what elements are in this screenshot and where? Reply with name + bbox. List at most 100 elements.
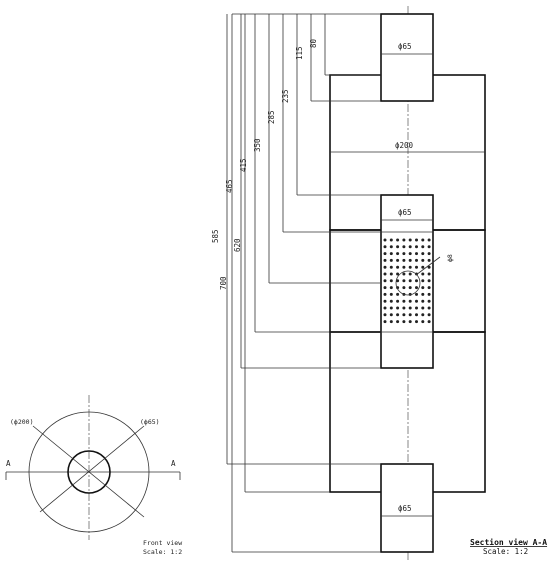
perforation-hole [402,279,406,283]
perforation-hole [389,279,393,283]
perforation-hole [396,265,400,269]
perforation-hole [427,292,431,296]
perforation-hole [402,245,406,249]
perforation-hole [421,245,425,249]
perforation-hole [383,306,387,310]
front-inner-dia-leader [39,425,145,513]
perforation-hole [408,279,412,283]
perforation-hole [383,313,387,317]
perforation-hole [402,272,406,276]
perforation-hole [396,279,400,283]
perforation-hole [408,272,412,276]
perforation-hole [389,313,393,317]
perforation-hole [389,292,393,296]
perforation-hole [415,306,418,310]
front-outer-circle [28,411,150,533]
perforation-hole [427,320,431,324]
bottom-bore-dim-label: ϕ65 [398,504,412,513]
perforation-hole [402,258,406,262]
station-dim-label: 115 [295,46,304,60]
perforation-hole [402,265,406,269]
perforation-hole [427,286,431,290]
perforation-hole [383,320,387,324]
core-middle [380,194,434,369]
perforation-hole [415,238,418,242]
perforation-hole [427,238,431,242]
perforation-hole [415,258,418,262]
perforation-hole [389,258,393,262]
perforation-hole [421,265,425,269]
perforation-hole [421,313,425,317]
perforation-hole [383,272,387,276]
perforation-hole [408,258,412,262]
perforation-hole [389,286,393,290]
perforation-hole [421,306,425,310]
perforation-hole [408,245,412,249]
station-dim-label: 415 [239,158,248,172]
station-dim-label: 80 [309,38,318,48]
section-title: Section view A-A [470,537,547,547]
section-mark-right: A [171,459,176,468]
perforation-hole [415,252,418,256]
perforation-hole [408,286,412,290]
perforation-hole [389,320,393,324]
perforation-hole [389,245,393,249]
station-dim-label: 620 [233,238,242,252]
perforation-hole [427,265,431,269]
perforation-hole [421,258,425,262]
outer-dia-dim-label: ϕ200 [395,141,414,150]
perforation-hole [396,292,400,296]
perforation-hole [402,238,406,242]
perforation-hole [396,272,400,276]
section-view: ϕ8 ϕ65 ϕ65 ϕ65 ϕ200 80115235285350415465… [211,6,547,560]
perforation-hole [415,286,418,290]
perforation-hole [427,279,431,283]
perforation-hole [421,238,425,242]
perforation-hole [408,320,412,324]
perforation-hole [396,313,400,317]
perforation-hole [402,286,406,290]
perforation-hole [415,292,418,296]
perforation-hole [383,286,387,290]
perforation-hole [408,299,412,303]
perforation-hole [427,272,431,276]
perforation-hole [396,299,400,303]
station-dim-label: 350 [253,138,262,152]
perforation-hole [383,238,387,242]
perforation-hole [415,299,418,303]
perforation-hole [389,252,393,256]
core-top [380,13,434,102]
perforation-hole [396,258,400,262]
perforation-hole [396,245,400,249]
perforation-hole [415,279,418,283]
perforation-hole [383,245,387,249]
perforation-hole [421,286,425,290]
perforation-grid [383,238,431,324]
perforation-hole [427,245,431,249]
core-bottom [380,463,434,553]
perforation-hole [383,279,387,283]
perforation-hole [421,320,425,324]
perforation-hole [402,320,406,324]
perforation-hole [408,313,412,317]
perforation-hole [389,299,393,303]
perforation-hole [421,272,425,276]
perforation-hole [402,299,406,303]
station-dim-label: 285 [267,110,276,124]
perforation-hole [396,238,400,242]
perforation-hole [408,306,412,310]
mid-bore-dim-label: ϕ65 [398,208,412,217]
front-outer-dia-label: (ϕ200) [10,418,33,426]
perforation-hole [427,252,431,256]
perforation-hole [396,252,400,256]
perforation-hole [427,299,431,303]
perforation-hole [389,272,393,276]
perforation-hole [415,245,418,249]
perforation-hole [427,313,431,317]
perforation-hole [427,306,431,310]
front-inner-dia-label: (ϕ65) [140,418,160,426]
perforation-hole [421,252,425,256]
perforation-hole [383,258,387,262]
